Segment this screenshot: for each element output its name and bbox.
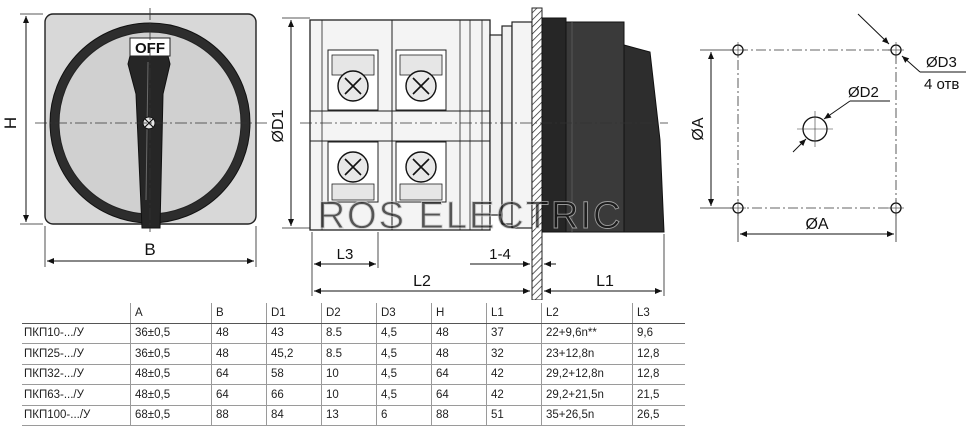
- cell-D3: 4,5: [376, 364, 432, 385]
- cell-L2: 35+26,5n: [541, 405, 633, 426]
- side-view: ØD1: [270, 7, 668, 300]
- cell-D1: 66: [266, 384, 322, 406]
- cell-L1: 51: [486, 405, 542, 426]
- table-row: ПКП25-.../У 36±0,5 48 45,2 8.5 4,5 48 32…: [22, 343, 685, 365]
- terminal-block-3: [327, 141, 379, 203]
- handle-highlight: [145, 61, 149, 201]
- cell-D3: 4,5: [376, 384, 432, 406]
- dim-L2-label: L2: [413, 273, 431, 290]
- dim-A-vertical-label: ØA: [690, 117, 707, 140]
- cell-D3: 4,5: [376, 343, 432, 365]
- mounting-panel: [531, 7, 543, 300]
- cell-D2: 8.5: [321, 343, 377, 365]
- terminal-block-4: [395, 141, 447, 203]
- cell-A: 36±0,5: [130, 323, 212, 344]
- terminal-block-2: [395, 49, 447, 111]
- table-header-row: A B D1 D2 D3 H L1 L2 L3: [22, 303, 685, 324]
- cell-H: 48: [431, 343, 487, 365]
- holes-count-label: 4 отв: [924, 76, 959, 93]
- dim-L1-label: L1: [596, 273, 614, 290]
- dim-D3-label: ØD3: [926, 54, 957, 71]
- cell-L3: 12,8: [632, 364, 685, 385]
- table-row: ПКП10-.../У 36±0,5 48 43 8.5 4,5 48 37 2…: [22, 323, 685, 344]
- cell-L3: 21,5: [632, 384, 685, 406]
- cell-H: 64: [431, 384, 487, 406]
- table-row: ПКП100-.../У 68±0,5 88 84 13 6 88 51 35+…: [22, 405, 685, 426]
- cell-D2: 10: [321, 364, 377, 385]
- header-H: H: [431, 303, 487, 324]
- cell-L1: 32: [486, 343, 542, 365]
- cell-D1: 43: [266, 323, 322, 344]
- cell-B: 64: [211, 384, 267, 406]
- header-L1: L1: [486, 303, 542, 324]
- cell-model: ПКП25-.../У: [22, 343, 131, 365]
- cell-L1: 37: [486, 323, 542, 344]
- cell-L3: 9,6: [632, 323, 685, 344]
- cell-B: 48: [211, 343, 267, 365]
- cell-L3: 12,8: [632, 343, 685, 365]
- table-row: ПКП63-.../У 48±0,5 64 66 10 4,5 64 42 29…: [22, 384, 685, 406]
- cell-D2: 13: [321, 405, 377, 426]
- cell-D1: 84: [266, 405, 322, 426]
- cell-L3: 26,5: [632, 405, 685, 426]
- cell-A: 68±0,5: [130, 405, 212, 426]
- cell-A: 36±0,5: [130, 343, 212, 365]
- cell-D1: 58: [266, 364, 322, 385]
- header-L3: L3: [632, 303, 685, 324]
- cell-B: 88: [211, 405, 267, 426]
- rotary-handle: [127, 55, 171, 229]
- cutout-view: ØD2 ØD3 4 отв ØA ØA: [690, 13, 966, 242]
- cell-H: 64: [431, 364, 487, 385]
- header-model: [22, 303, 131, 324]
- terminal-block-1: [327, 49, 379, 111]
- cell-H: 88: [431, 405, 487, 426]
- cell-A: 48±0,5: [130, 384, 212, 406]
- cell-H: 48: [431, 323, 487, 344]
- cell-L2: 29,2+12,8n: [541, 364, 633, 385]
- dimensions-table: A B D1 D2 D3 H L1 L2 L3 ПКП10-.../У 36±0…: [22, 303, 685, 426]
- header-L2: L2: [541, 303, 633, 324]
- dim-D1-label: ØD1: [270, 109, 287, 142]
- header-D2: D2: [321, 303, 377, 324]
- header-A: A: [130, 303, 212, 324]
- cell-D3: 4,5: [376, 323, 432, 344]
- watermark: ROS ELECTRIC: [318, 195, 623, 237]
- cell-D3: 6: [376, 405, 432, 426]
- cell-L1: 42: [486, 384, 542, 406]
- header-D3: D3: [376, 303, 432, 324]
- header-B: B: [211, 303, 267, 324]
- cell-A: 48±0,5: [130, 364, 212, 385]
- handle-profile: [623, 44, 665, 233]
- cell-L2: 22+9,6n**: [541, 323, 633, 344]
- cell-L2: 29,2+21,5n: [541, 384, 633, 406]
- dim-gap-label: 1-4: [489, 246, 511, 263]
- cell-model: ПКП10-.../У: [22, 323, 131, 344]
- dim-A-horizontal-label: ØA: [805, 216, 828, 233]
- cell-model: ПКП100-.../У: [22, 405, 131, 426]
- cell-L2: 23+12,8n: [541, 343, 633, 365]
- cell-B: 48: [211, 323, 267, 344]
- header-D1: D1: [266, 303, 322, 324]
- front-view: OFF H B: [1, 8, 268, 267]
- cell-model: ПКП63-.../У: [22, 384, 131, 406]
- dim-H-label: H: [1, 117, 20, 129]
- cell-L1: 42: [486, 364, 542, 385]
- cell-B: 64: [211, 364, 267, 385]
- technical-drawing: OFF H B ØD1: [1, 7, 966, 300]
- cell-D2: 10: [321, 384, 377, 406]
- cell-D1: 45,2: [266, 343, 322, 365]
- table-row: ПКП32-.../У 48±0,5 64 58 10 4,5 64 42 29…: [22, 364, 685, 385]
- dim-L3-label: L3: [337, 246, 354, 263]
- dim-B-label: B: [144, 240, 155, 259]
- cell-D2: 8.5: [321, 323, 377, 344]
- cell-model: ПКП32-.../У: [22, 364, 131, 385]
- dim-D2-label: ØD2: [848, 84, 879, 101]
